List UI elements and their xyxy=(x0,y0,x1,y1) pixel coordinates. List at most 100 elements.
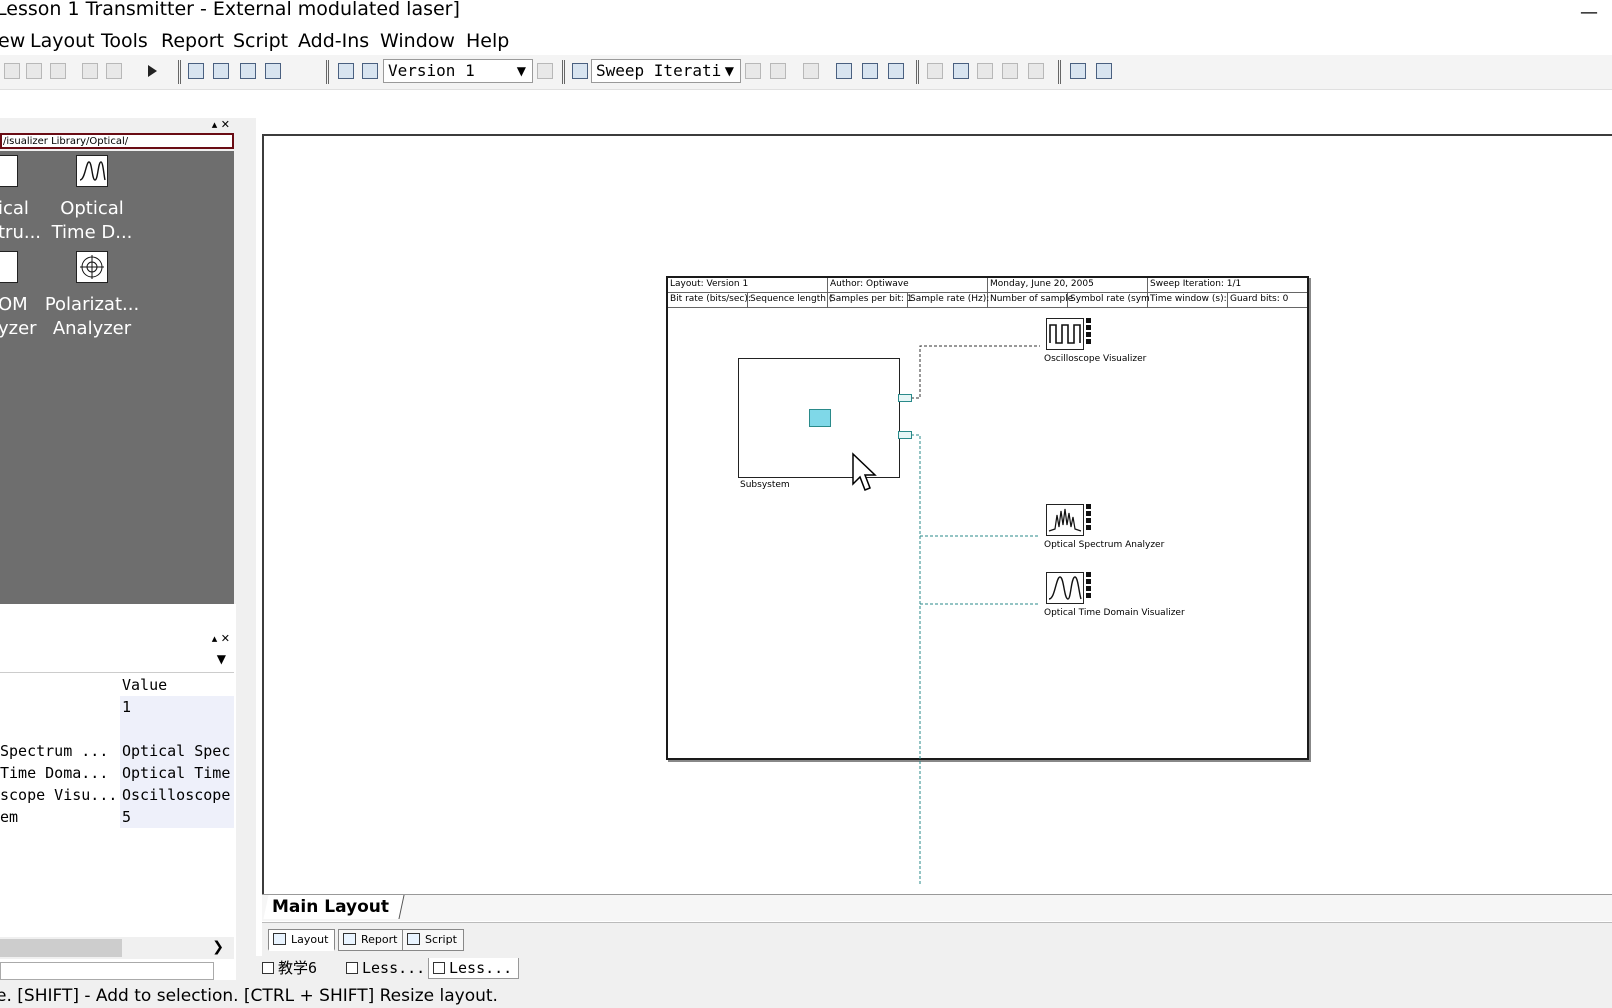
optical-spectrum-analyzer-icon[interactable] xyxy=(1046,504,1084,536)
command-input[interactable] xyxy=(0,962,214,980)
property-row[interactable] xyxy=(0,718,234,740)
spectrum-icon[interactable] xyxy=(0,155,18,187)
document-icon xyxy=(262,962,274,974)
chevron-down-icon: ▼ xyxy=(216,652,226,666)
menu-layout[interactable]: Layout xyxy=(30,30,95,52)
header-guard-bits: Guard bits: 0 xyxy=(1228,293,1307,308)
save-icon[interactable] xyxy=(1096,63,1112,79)
sweep-prev-icon[interactable] xyxy=(745,63,761,79)
window-title: Lesson 1 Transmitter - External modulate… xyxy=(0,0,460,20)
menu-add-ins[interactable]: Add-Ins xyxy=(298,30,370,52)
panel-controls[interactable]: ▴ ✕ xyxy=(211,118,230,131)
layout-icon xyxy=(273,933,286,945)
add-layout-icon[interactable] xyxy=(338,63,354,79)
view-mode-2-icon[interactable] xyxy=(213,63,229,79)
properties-scrollbar[interactable]: ❯ xyxy=(0,937,234,959)
tab-main-layout-label: Main Layout xyxy=(272,897,390,917)
document-tab-label: Less... xyxy=(449,959,513,977)
layout-frame[interactable]: Layout: Version 1 Author: Optiwave Monda… xyxy=(666,276,1309,886)
subsystem-block[interactable] xyxy=(738,358,900,478)
status-bar: e. [SHIFT] - Add to selection. [CTRL + S… xyxy=(0,980,1612,1008)
library-item-label: tru... xyxy=(0,222,42,243)
menu-window[interactable]: Window xyxy=(380,30,455,52)
layout-properties-icon[interactable] xyxy=(362,63,378,79)
align-4-icon[interactable] xyxy=(1002,63,1018,79)
view-mode-4-icon[interactable] xyxy=(265,63,281,79)
subsystem-icon xyxy=(809,409,831,427)
tab-layout[interactable]: Layout xyxy=(268,929,336,951)
redo-icon[interactable] xyxy=(106,63,122,79)
tab-main-layout[interactable]: Main Layout xyxy=(263,895,405,919)
library-item-label: yzer xyxy=(0,318,37,339)
menu-script[interactable]: Script xyxy=(233,30,289,52)
header-sample-rate: Sample rate (Hz): xyxy=(908,293,989,308)
zoom-fit-icon[interactable] xyxy=(836,63,852,79)
tab-script[interactable]: Script xyxy=(402,929,464,951)
print-preview-icon[interactable] xyxy=(1070,63,1086,79)
toolbar-separator xyxy=(1058,60,1061,84)
property-row[interactable]: em 5 xyxy=(0,806,234,828)
align-5-icon[interactable] xyxy=(1028,63,1044,79)
zoom-area-icon[interactable] xyxy=(862,63,878,79)
toolbar-separator xyxy=(562,60,565,84)
document-tab[interactable]: Less... xyxy=(342,958,431,978)
sweep-iteration-select[interactable]: Sweep Iterati ▼ xyxy=(591,59,741,83)
document-tab-active[interactable]: Less... xyxy=(428,958,520,979)
property-key: em xyxy=(0,808,19,826)
report-icon xyxy=(343,933,356,945)
run-icon[interactable] xyxy=(144,63,160,79)
document-tab[interactable]: 教学6 xyxy=(258,958,323,978)
menu-view[interactable]: ew xyxy=(0,30,26,52)
view-mode-1-icon[interactable] xyxy=(188,63,204,79)
header-layout: Layout: Version 1 xyxy=(668,278,828,293)
time-domain-icon[interactable] xyxy=(76,155,108,187)
property-value: Optical Spec xyxy=(122,742,231,760)
paste-icon[interactable] xyxy=(50,63,66,79)
menu-help[interactable]: Help xyxy=(466,30,510,52)
zoom-page-icon[interactable] xyxy=(888,63,904,79)
minimize-button[interactable]: — xyxy=(1580,2,1598,23)
property-row[interactable]: Spectrum ... Optical Spec xyxy=(0,740,234,762)
header-number-of-samples: Number of sample xyxy=(988,293,1073,308)
oscilloscope-visualizer-icon[interactable] xyxy=(1046,318,1084,350)
polarization-icon[interactable] xyxy=(76,251,108,283)
copy-icon[interactable] xyxy=(26,63,42,79)
menu-report[interactable]: Report xyxy=(161,30,224,52)
layout-tab-strip: Main Layout xyxy=(262,894,1612,921)
optical-time-domain-visualizer-icon[interactable] xyxy=(1046,572,1084,604)
version-options-icon[interactable] xyxy=(537,63,553,79)
sweep-next-icon[interactable] xyxy=(770,63,786,79)
chevron-right-icon[interactable]: ❯ xyxy=(212,939,224,955)
panel-splitter[interactable] xyxy=(236,118,256,980)
property-row[interactable]: Time Doma... Optical Time xyxy=(0,762,234,784)
output-port[interactable] xyxy=(898,394,912,402)
view-mode-3-icon[interactable] xyxy=(240,63,256,79)
tab-report[interactable]: Report xyxy=(338,929,405,951)
property-row[interactable]: 1 xyxy=(0,696,234,718)
menu-tools[interactable]: Tools xyxy=(101,30,148,52)
sweep-list-icon[interactable] xyxy=(803,63,819,79)
panel-controls[interactable]: ▴ ✕ xyxy=(211,632,230,645)
property-row[interactable]: scope Visu... Oscilloscope xyxy=(0,784,234,806)
output-port[interactable] xyxy=(898,431,912,439)
align-2-icon[interactable] xyxy=(953,63,969,79)
library-item-label: Time D... xyxy=(51,222,133,243)
properties-selector[interactable]: ▼ xyxy=(0,650,234,673)
document-tab-label: Less... xyxy=(362,959,426,977)
subsystem-label: Subsystem xyxy=(740,480,790,490)
align-1-icon[interactable] xyxy=(927,63,943,79)
library-item-label: OM xyxy=(0,294,28,315)
undo-icon[interactable] xyxy=(82,63,98,79)
header-time-window: Time window (s): xyxy=(1148,293,1228,308)
scrollbar-thumb[interactable] xyxy=(0,939,122,957)
mouse-cursor-icon xyxy=(852,452,877,491)
time-domain-label: Optical Time Domain Visualizer xyxy=(1044,608,1185,618)
cut-icon[interactable] xyxy=(4,63,20,79)
version-select[interactable]: Version 1 ▼ xyxy=(383,59,533,83)
align-3-icon[interactable] xyxy=(977,63,993,79)
analyzer-icon[interactable] xyxy=(0,251,18,283)
property-value: Oscilloscope xyxy=(122,786,231,804)
document-icon xyxy=(433,962,445,974)
sweep-icon[interactable] xyxy=(572,63,588,79)
status-text: e. [SHIFT] - Add to selection. [CTRL + S… xyxy=(0,986,498,1006)
